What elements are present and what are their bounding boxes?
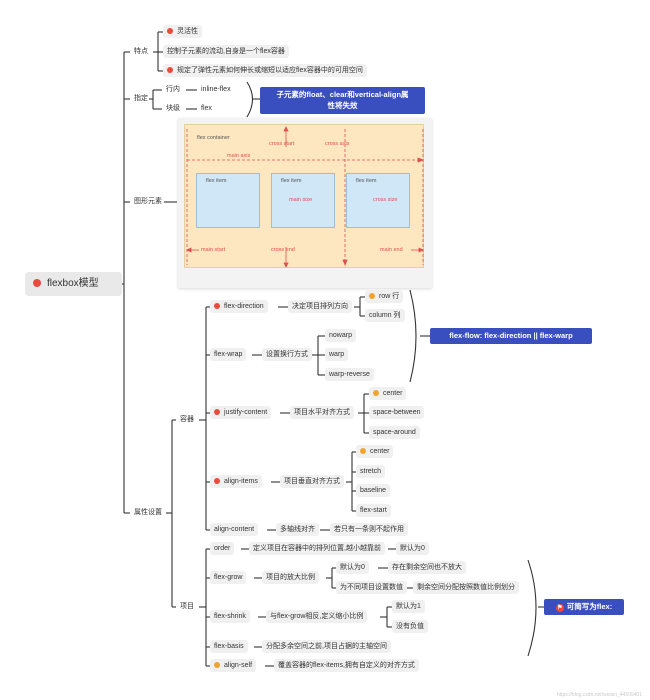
main-size-label: main size [289, 197, 313, 203]
flex-grow-desc[interactable]: 项目的放大比例 [262, 571, 319, 584]
order-node[interactable]: order [210, 542, 235, 555]
flex-direction-desc[interactable]: 决定项目排列方向 [288, 300, 352, 313]
specify-block-label[interactable]: 块级 [166, 105, 180, 112]
orange-dot-icon [360, 447, 366, 454]
red-dot-icon [214, 477, 220, 484]
red-dot-icon [167, 27, 173, 34]
justify-content-node[interactable]: justify-content [210, 406, 272, 419]
red-dot-icon [214, 408, 220, 415]
align-self-desc[interactable]: 覆盖容器的flex-items,拥有自定义的对齐方式 [274, 659, 419, 672]
flex-grow-default-note[interactable]: 存在剩余空间也不放大 [388, 561, 466, 574]
justify-content-space-around[interactable]: space-around [369, 426, 420, 439]
flex-shorthand-callout: ⚑可简写为flex: [544, 599, 624, 615]
flex-shrink-default[interactable]: 默认为1 [392, 600, 425, 613]
flex-wrap-nowrap[interactable]: nowarp [325, 329, 356, 342]
watermark: https://blog.csdn.net/weixin_44505401 [556, 692, 642, 698]
orange-dot-icon [214, 661, 220, 668]
red-dot-icon [214, 302, 220, 309]
container-node[interactable]: 容器 [180, 416, 194, 423]
specify-block-value[interactable]: flex [201, 105, 212, 112]
main-start-label: main start [201, 247, 226, 253]
cross-end-label: cross end [271, 247, 295, 253]
flex-item-3: flex item [346, 173, 410, 228]
cross-size-label: cross size [373, 197, 398, 203]
flex-direction-row[interactable]: row 行 [365, 290, 404, 303]
flex-flow-callout: flex-flow: flex-direction || flex-warp [430, 328, 592, 344]
flag-icon: ⚑ [555, 604, 564, 612]
cross-axis-label: cross axis [325, 141, 350, 147]
feature-item-control[interactable]: 控制子元素的流动,自身是一个flex容器 [163, 45, 289, 58]
main-end-label: main end [380, 247, 403, 253]
item-node[interactable]: 项目 [180, 603, 194, 610]
order-desc[interactable]: 定义项目在容器中的排列位置,越小越靠前 [249, 542, 385, 555]
specify-node[interactable]: 指定 [134, 95, 148, 102]
align-self-node[interactable]: align-self [210, 659, 257, 672]
main-axis-label: main axis [227, 153, 251, 159]
flex-diagram: flex container cross start cross axis ma… [178, 118, 432, 288]
flex-shrink-node[interactable]: flex-shrink [210, 610, 250, 623]
flex-container-box: flex container cross start cross axis ma… [184, 124, 425, 268]
root-label: flexbox模型 [47, 278, 99, 289]
root-node[interactable]: flexbox模型 [25, 272, 122, 296]
flex-direction-column[interactable]: column 列 [365, 309, 405, 322]
orange-dot-icon [369, 292, 375, 299]
align-items-flex-start[interactable]: flex-start [356, 504, 391, 517]
justify-content-space-between[interactable]: space-between [369, 406, 425, 419]
flex-basis-node[interactable]: flex-basis [210, 640, 248, 653]
align-content-node[interactable]: align-content [210, 523, 259, 536]
specify-callout: 子元素的float、clear和vertical-align属 性将失效 [260, 87, 425, 114]
flex-wrap-node[interactable]: flex-wrap [210, 348, 247, 361]
graphic-node[interactable]: 图形元素 [134, 198, 162, 205]
specify-inline-value[interactable]: inline-flex [201, 86, 231, 93]
props-node[interactable]: 属性设置 [134, 509, 162, 516]
flex-grow-set-value-note[interactable]: 剩余空间分配按照数值比例划分 [413, 581, 519, 594]
justify-content-center[interactable]: center [369, 387, 407, 400]
flex-direction-node[interactable]: flex-direction [210, 300, 268, 313]
specify-inline-label[interactable]: 行内 [166, 86, 180, 93]
flex-item-1: flex item [196, 173, 260, 228]
align-content-note[interactable]: 若只有一条则不起作用 [330, 523, 408, 536]
orange-dot-icon [373, 389, 379, 396]
align-items-desc[interactable]: 项目垂直对齐方式 [280, 475, 344, 488]
features-node[interactable]: 特点 [134, 48, 148, 55]
flex-wrap-wrap[interactable]: warp [325, 348, 349, 361]
align-items-node[interactable]: align-items [210, 475, 262, 488]
flex-grow-set-value[interactable]: 为不同项目设置数值 [336, 581, 407, 594]
order-default[interactable]: 默认为0 [396, 542, 429, 555]
align-content-desc[interactable]: 多轴线对齐 [276, 523, 319, 536]
cross-start-label: cross start [269, 141, 295, 147]
red-dot-icon [33, 278, 41, 287]
align-items-stretch[interactable]: stretch [356, 465, 386, 478]
flex-grow-node[interactable]: flex-grow [210, 571, 247, 584]
flex-wrap-wrap-reverse[interactable]: warp-reverse [325, 368, 374, 381]
flex-basis-desc[interactable]: 分配多余空间之前,项目占据的主轴空间 [262, 640, 391, 653]
flex-container-label: flex container [197, 135, 230, 141]
flex-shrink-no-negative[interactable]: 没有负值 [392, 620, 428, 633]
align-items-center[interactable]: center [356, 445, 394, 458]
flex-grow-default[interactable]: 默认为0 [336, 561, 369, 574]
feature-item-flexibility[interactable]: 灵活性 [163, 25, 202, 38]
align-items-baseline[interactable]: baseline [356, 484, 391, 497]
red-dot-icon [167, 66, 173, 73]
justify-content-desc[interactable]: 项目水平对齐方式 [290, 406, 354, 419]
flex-wrap-desc[interactable]: 设置换行方式 [262, 348, 312, 361]
flex-shrink-desc[interactable]: 与flex-grow相反,定义缩小比例 [266, 610, 368, 623]
feature-item-elastic[interactable]: 规定了弹性元素如何伸长或缩短以适应flex容器中的可用空间 [163, 64, 367, 77]
